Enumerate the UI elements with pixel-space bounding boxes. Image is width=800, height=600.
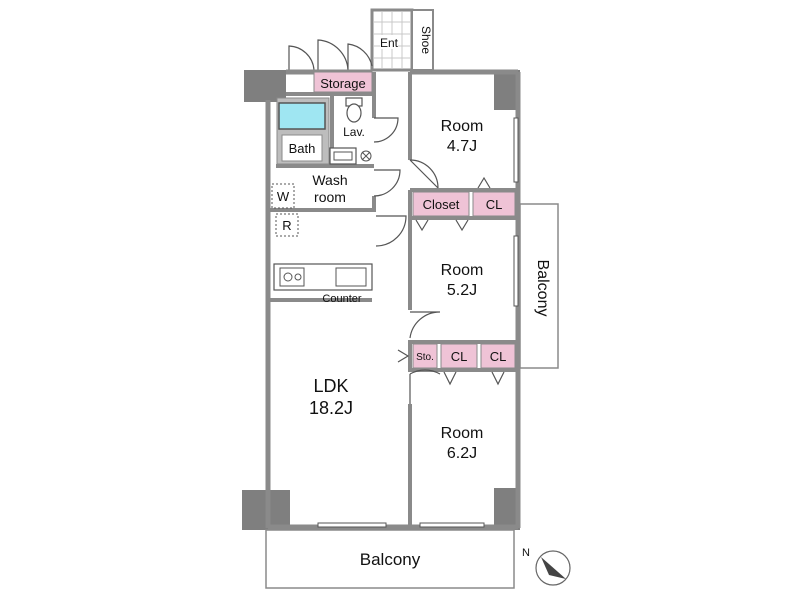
entrance-label: Ent xyxy=(380,36,399,50)
ldk-door xyxy=(375,215,407,247)
storage: Storage xyxy=(313,71,373,93)
room3-window xyxy=(419,522,485,528)
bath-label: Bath xyxy=(289,141,316,156)
closet-label: Closet xyxy=(423,197,460,212)
room2-size: 5.2J xyxy=(447,282,477,299)
ldk-size: 18.2J xyxy=(309,398,353,418)
stove-icon xyxy=(279,267,305,287)
room2-door xyxy=(409,311,441,339)
room1-window xyxy=(513,117,519,183)
room2-window xyxy=(513,235,519,307)
room3-name: Room xyxy=(441,425,484,442)
refrigerator: R xyxy=(275,213,299,237)
room-2: Room 5.2J xyxy=(409,235,519,339)
compass-arrow-icon: N xyxy=(522,547,571,586)
bathtub-icon xyxy=(278,102,326,130)
toilet-icon xyxy=(345,97,363,123)
compass-n-label: N xyxy=(522,547,530,559)
wash-label-line2: room xyxy=(314,189,346,205)
sink-icon xyxy=(335,267,367,287)
balcony-right: Balcony xyxy=(519,203,559,369)
balcony-bottom-label: Balcony xyxy=(360,550,421,569)
w-label: W xyxy=(277,189,290,204)
interior-walls xyxy=(268,72,518,527)
closet-row-middle: Sto. CL CL xyxy=(397,343,516,386)
lav-label: Lav. xyxy=(343,125,365,139)
room1-size: 4.7J xyxy=(447,138,477,155)
cl-top-label: CL xyxy=(486,197,503,212)
room3-size: 6.2J xyxy=(447,445,477,462)
wash-room: Wash room W xyxy=(271,169,401,209)
drain-icon xyxy=(360,150,372,162)
room1-door xyxy=(409,159,439,189)
wash-basin xyxy=(329,147,372,165)
entrance-door xyxy=(288,39,373,72)
room-3: Room 6.2J xyxy=(409,369,485,528)
pillar xyxy=(244,70,286,102)
balcony-right-label: Balcony xyxy=(534,260,551,317)
counter-label: Counter xyxy=(322,293,361,305)
closet-row-top: Closet CL xyxy=(412,176,516,232)
shoe-label: Shoe xyxy=(419,26,433,54)
room1-name: Room xyxy=(441,118,484,135)
balcony-bottom: Balcony xyxy=(265,529,515,589)
sink-icon xyxy=(333,151,353,161)
r-label: R xyxy=(282,218,291,233)
room3-door xyxy=(409,369,441,404)
storage-label: Storage xyxy=(320,76,366,91)
ldk: LDK 18.2J xyxy=(309,376,387,528)
kitchen-counter: Counter xyxy=(273,263,373,305)
ldk-window xyxy=(317,522,387,528)
wash-label-line1: Wash xyxy=(312,172,347,188)
bathroom: Bath xyxy=(276,97,330,165)
cl-mid1-label: CL xyxy=(451,349,468,364)
cl-mid2-label: CL xyxy=(490,349,507,364)
sto-label: Sto. xyxy=(416,352,434,363)
shoe-cabinet: Shoe xyxy=(411,9,434,71)
ldk-name: LDK xyxy=(313,376,348,396)
room2-name: Room xyxy=(441,262,484,279)
lavatory: Lav. xyxy=(343,97,399,143)
room-1: Room 4.7J xyxy=(409,117,519,189)
wash-door xyxy=(373,169,401,197)
lav-door xyxy=(373,117,399,143)
entrance-area: Ent xyxy=(370,8,414,72)
